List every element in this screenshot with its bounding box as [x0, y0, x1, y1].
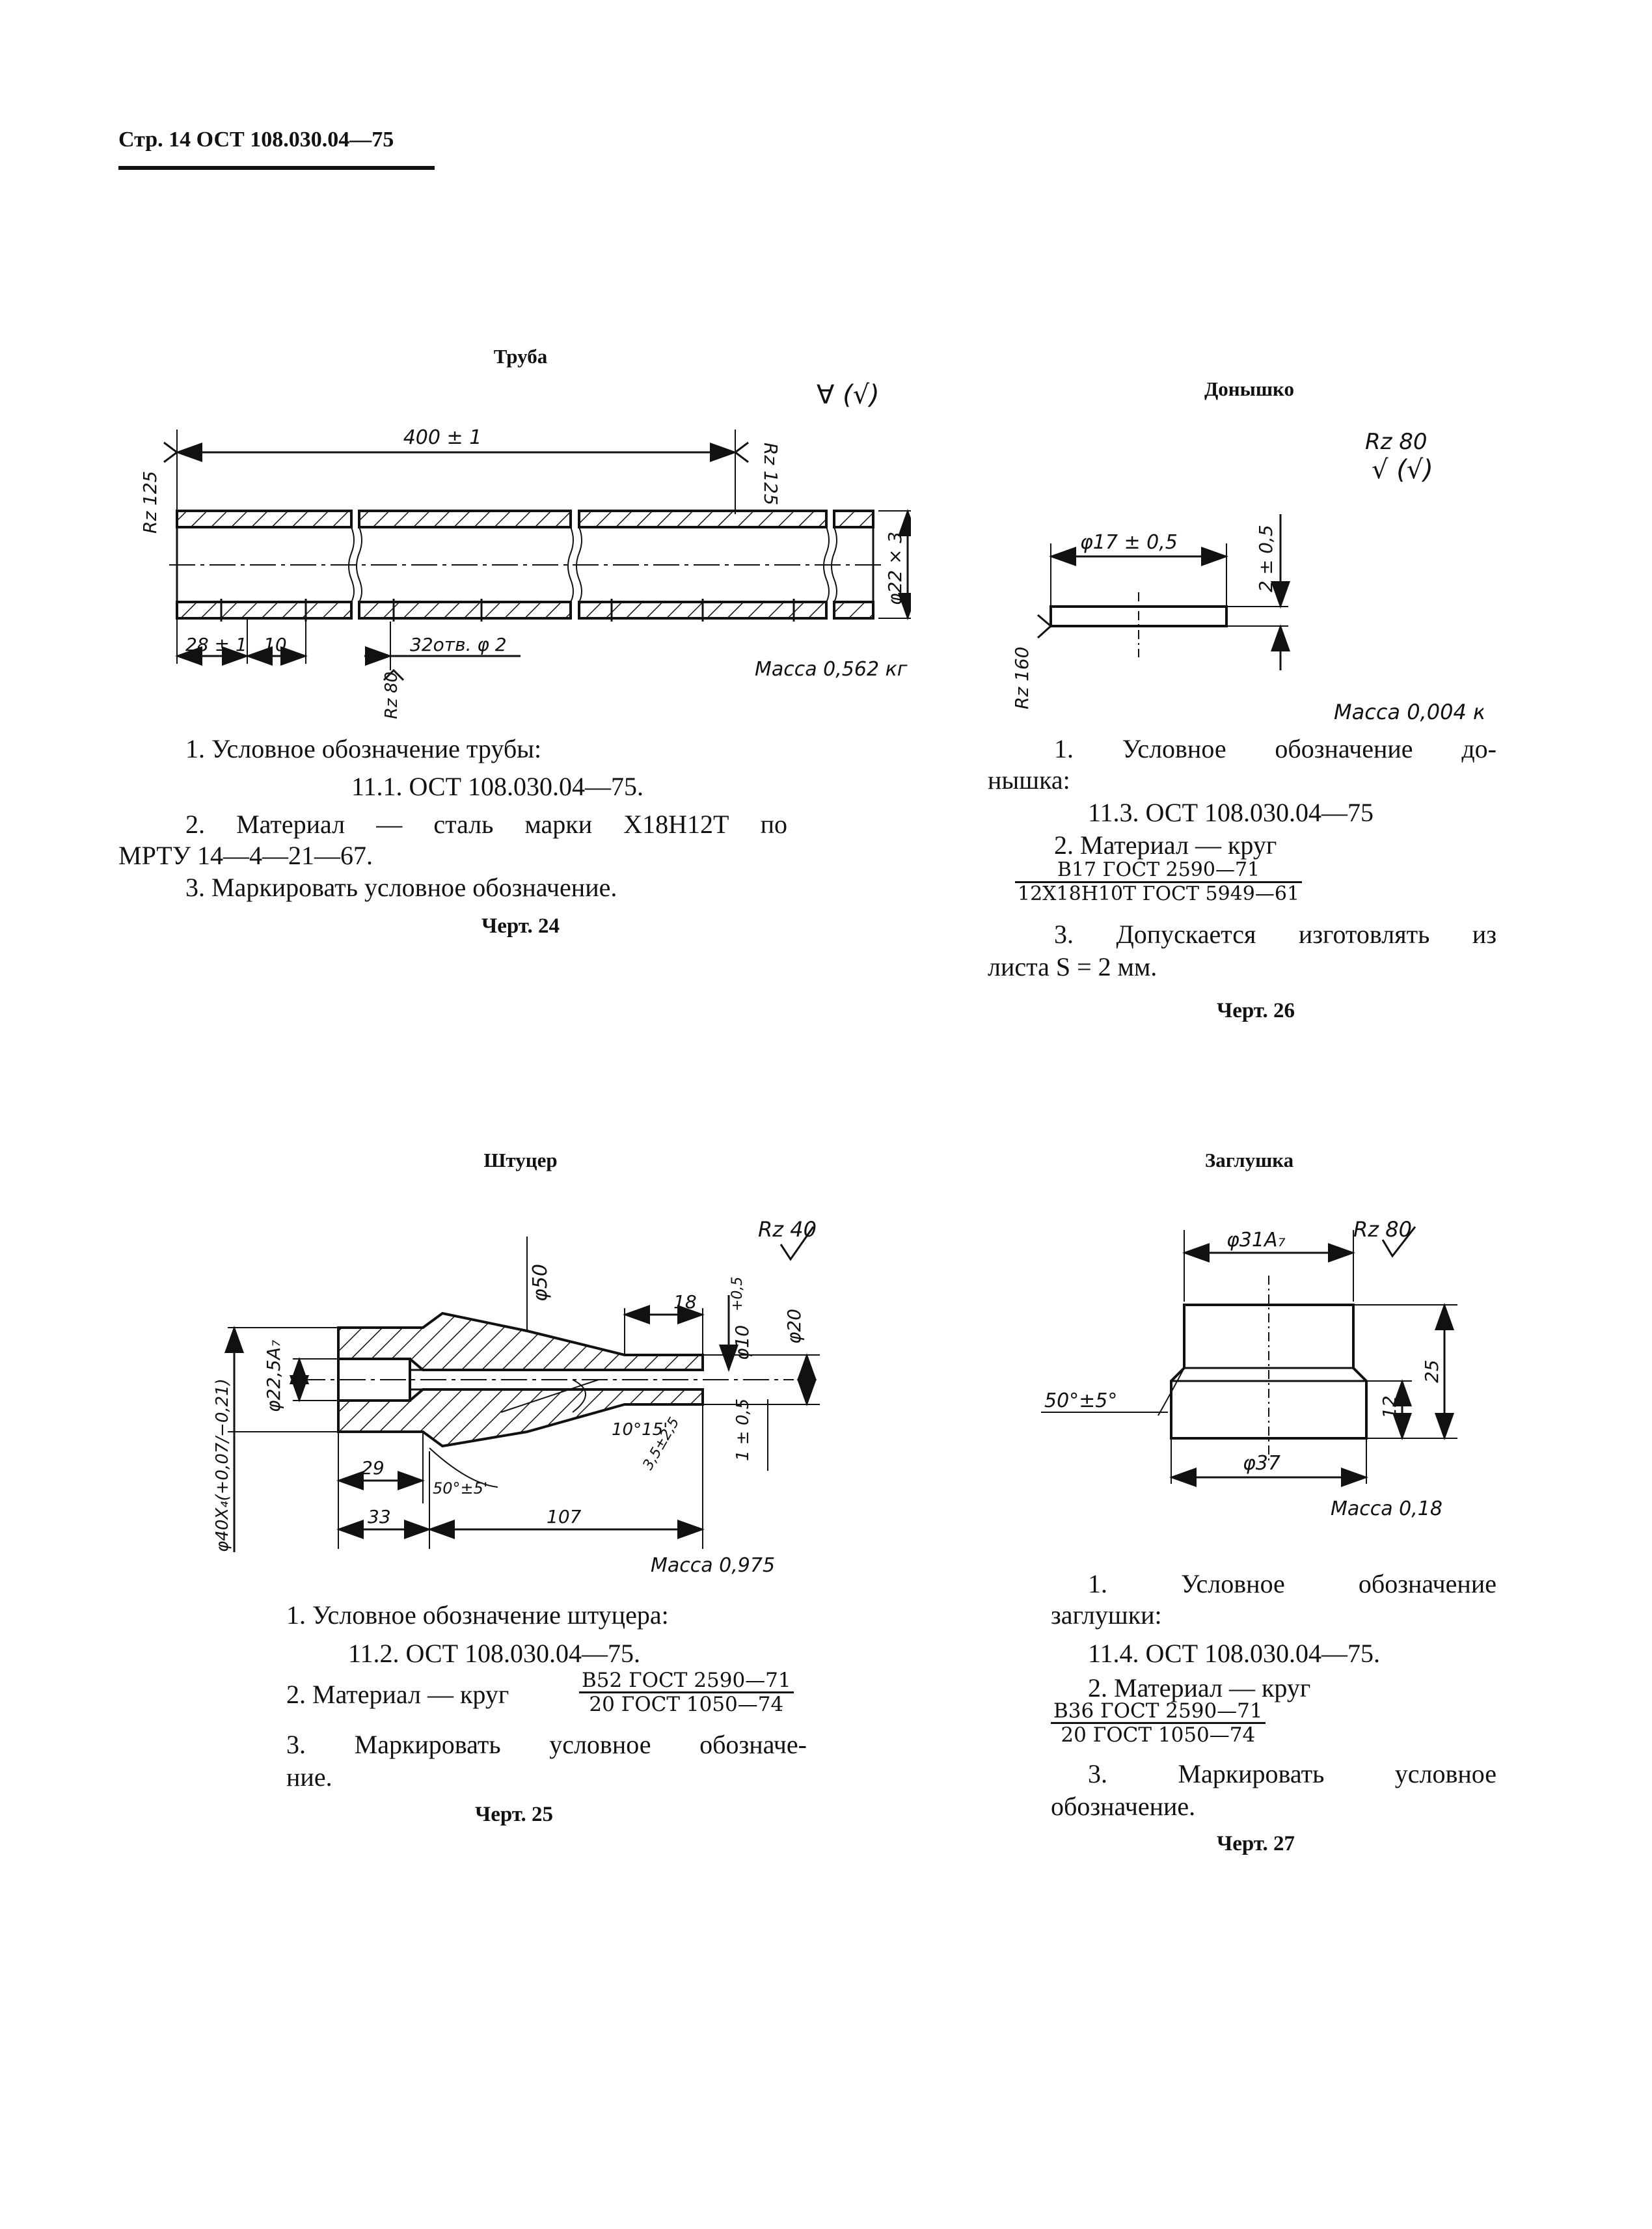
- shtutser-d10: φ10: [731, 1325, 753, 1360]
- truba-d10: 10: [264, 634, 287, 655]
- truba-holes: 32отв. φ 2: [410, 634, 507, 655]
- zaglushka-d31: φ31А₇: [1226, 1229, 1286, 1251]
- truba-caption: Черт. 24: [481, 914, 560, 938]
- zaglushka-angle: 50°±5°: [1044, 1389, 1117, 1412]
- truba-note-2: 11.1. ОСТ 108.030.04—75.: [351, 772, 644, 801]
- shtutser-material-den: 20 ГОСТ 1050—74: [589, 1693, 784, 1716]
- zaglushka-d25: 25: [1421, 1360, 1442, 1383]
- donyshko-diam: φ17 ± 0,5: [1080, 531, 1178, 554]
- shtutser-note-3: 2. Материал — круг: [286, 1680, 509, 1709]
- shtutser-note-1: 1. Условное обозначение штуцера:: [286, 1600, 669, 1630]
- donyshko-note-4: 2. Материал — круг: [1054, 830, 1277, 860]
- zaglushka-rz: Rz 80: [1353, 1217, 1412, 1242]
- shtutser-note-5: ние.: [286, 1762, 332, 1792]
- donyshko-rz: Rz 80: [1365, 429, 1428, 455]
- zaglushka-note-5: 3. Маркировать условное: [1088, 1759, 1496, 1788]
- truba-note-1: 1. Условное обозначение трубы:: [185, 734, 542, 763]
- shtutser-title: Штуцер: [483, 1149, 558, 1171]
- zaglushka-material: В36 ГОСТ 2590—71 20 ГОСТ 1050—74: [1051, 1700, 1266, 1746]
- zaglushka-material-num: В36 ГОСТ 2590—71: [1051, 1700, 1266, 1724]
- zaglushka-note-6: обозначение.: [1051, 1792, 1196, 1821]
- shtutser-d33: 33: [368, 1506, 391, 1527]
- donyshko-note-2: нышка:: [988, 765, 1070, 795]
- truba-note-4: МРТУ 14—4—21—67.: [118, 841, 373, 870]
- donyshko-mass: Масса 0,004 кг: [1334, 700, 1483, 724]
- zaglushka-d37: φ37: [1243, 1452, 1280, 1475]
- donyshko-note-3: 11.3. ОСТ 108.030.04—75: [1088, 798, 1374, 827]
- donyshko-caption: Черт. 26: [1216, 999, 1295, 1022]
- truba-roughness: ∀ (√): [817, 380, 880, 410]
- truba-lower-wall: [176, 601, 874, 620]
- shtutser-d40: φ40Х₄(+0,07/−0,21): [213, 1378, 232, 1552]
- shtutser-material: В52 ГОСТ 2590—71 20 ГОСТ 1050—74: [579, 1669, 794, 1716]
- zaglushka-note-4: 2. Материал — круг: [1088, 1673, 1311, 1703]
- donyshko-drawing: Rz 80 √ (√) φ17 ± 0,5 2 ± 0,5 Rz 160 Мас…: [1011, 429, 1483, 724]
- donyshko-roughness: √ (√): [1372, 455, 1433, 485]
- zaglushka-mass: Масса 0,18: [1331, 1497, 1442, 1520]
- donyshko-material: В17 ГОСТ 2590—71 12Х18Н10Т ГОСТ 5949—61: [1015, 859, 1303, 905]
- shtutser-d225: φ22,5А₇: [263, 1339, 284, 1412]
- donyshko-note-1: 1. Условное обозначение до-: [1054, 734, 1496, 763]
- truba-title: Труба: [493, 345, 548, 368]
- shtutser-angle: 10°15': [612, 1420, 668, 1440]
- zaglushka-note-2: заглушки:: [1051, 1600, 1162, 1630]
- shtutser-note-2: 11.2. ОСТ 108.030.04—75.: [348, 1639, 641, 1668]
- truba-drawing: ∀ (√) 400 ± 1 Rz 125 Rz 125 φ22 × 3: [139, 380, 911, 719]
- zaglushka-caption: Черт. 27: [1216, 1832, 1295, 1855]
- truba-diam: φ22 × 3: [884, 532, 906, 605]
- donyshko-title: Донышко: [1204, 377, 1295, 400]
- shtutser-d10-tol: +0,5: [729, 1277, 746, 1311]
- truba-note-5: 3. Маркировать условное обозначение.: [185, 873, 617, 902]
- truba-length: 400 ± 1: [403, 426, 482, 449]
- truba-d28: 28 ± 1: [185, 634, 247, 655]
- shtutser-drawing: Rz 40 φ50 18 φ10 +0,5 φ20 φ22,5А₇ φ40Х₄(…: [213, 1217, 820, 1575]
- shtutser-mass: Масса 0,975: [651, 1554, 775, 1575]
- truba-upper-wall: [176, 510, 874, 528]
- shtutser-d29: 29: [361, 1457, 385, 1479]
- truba-rz-right: Rz 125: [760, 443, 781, 506]
- shtutser-d18: 18: [673, 1291, 697, 1313]
- shtutser-material-num: В52 ГОСТ 2590—71: [579, 1669, 794, 1693]
- zaglushka-title: Заглушка: [1204, 1149, 1294, 1171]
- truba-rz-left: Rz 125: [139, 471, 161, 534]
- zaglushka-drawing: Rz 80 φ31А₇ 25 12 50°±5° φ37 Масса 0,18: [1041, 1217, 1457, 1520]
- shtutser-d1: 1 ± 0,5: [733, 1399, 753, 1461]
- truba-note-3: 2. Материал — сталь марки Х18Н12Т по: [185, 810, 787, 839]
- donyshko-thick: 2 ± 0,5: [1255, 525, 1277, 592]
- donyshko-material-den: 12Х18Н10Т ГОСТ 5949—61: [1018, 882, 1300, 905]
- header-rule: [118, 166, 435, 170]
- donyshko-rz-left: Rz 160: [1011, 647, 1033, 710]
- shtutser-d20: φ20: [783, 1309, 805, 1344]
- donyshko-note-5: 3. Допускается изготовлять из: [1054, 920, 1496, 949]
- zaglushka-d12: 12: [1379, 1395, 1400, 1419]
- shtutser-note-4: 3. Маркировать условное обозначе-: [286, 1730, 807, 1759]
- zaglushka-note-3: 11.4. ОСТ 108.030.04—75.: [1088, 1639, 1381, 1668]
- zaglushka-material-den: 20 ГОСТ 1050—74: [1061, 1723, 1256, 1747]
- shtutser-d107: 107: [547, 1506, 582, 1527]
- donyshko-note-6: листа S = 2 мм.: [988, 952, 1158, 981]
- truba-mass: Масса 0,562 кг: [755, 658, 908, 681]
- page-header: Стр. 14 ОСТ 108.030.04—75: [118, 128, 394, 152]
- shtutser-angle2: 50°±5': [433, 1479, 488, 1497]
- shtutser-rz: Rz 40: [758, 1217, 817, 1242]
- shtutser-d50: φ50: [529, 1264, 552, 1302]
- zaglushka-note-1: 1. Условное обозначение: [1088, 1569, 1496, 1598]
- shtutser-caption: Черт. 25: [474, 1803, 553, 1826]
- donyshko-material-num: В17 ГОСТ 2590—71: [1015, 859, 1303, 883]
